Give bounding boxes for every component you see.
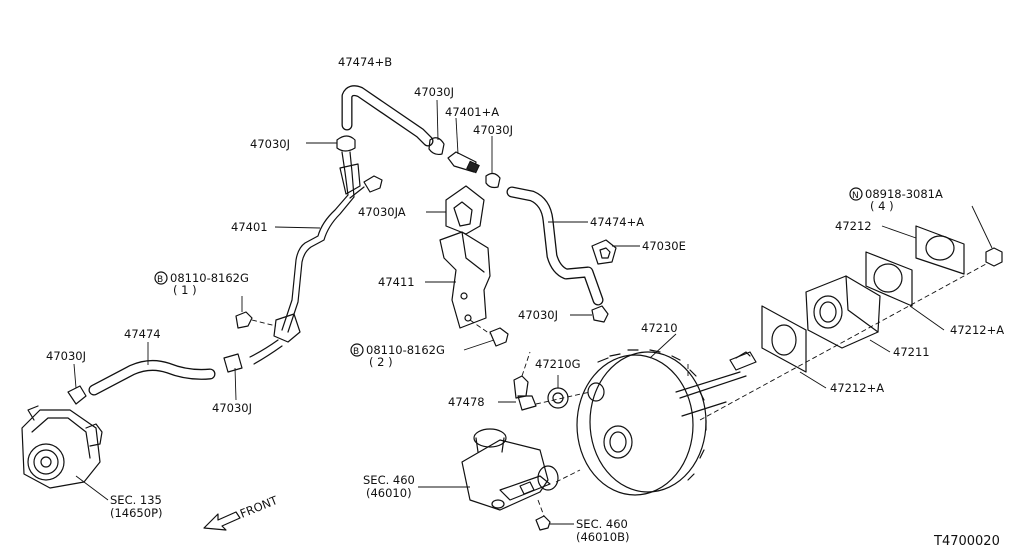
label-47211: 47211 — [893, 345, 930, 359]
label-nut-n-qty: ( 4 ) — [870, 199, 894, 213]
clamp-47030e — [591, 239, 640, 265]
vacuum-pump — [21, 405, 109, 501]
spacer-47211 — [805, 275, 891, 353]
label-bolt-b2-code: 08110-8162G — [366, 343, 445, 357]
clamp-47030j-tube-end — [223, 353, 243, 401]
label-sec-460-a: SEC. 460 — [363, 473, 415, 487]
clamp-47030ja — [426, 185, 485, 235]
label-front: FRONT — [238, 493, 281, 521]
gasket-47212-a-upper — [865, 251, 945, 331]
master-cylinder — [418, 428, 581, 511]
bracket-47411 — [425, 231, 491, 329]
label-47401: 47401 — [231, 220, 268, 234]
label-sec-460-a-ref: (46010) — [366, 486, 412, 500]
circle-b2-letter: B — [353, 347, 359, 357]
label-47030ja: 47030JA — [358, 205, 406, 219]
check-valve-47478 — [498, 351, 537, 411]
circle-b-icon — [154, 271, 168, 285]
bolt-tube-top — [349, 175, 383, 199]
connector-47401-a — [447, 117, 480, 174]
hose-47474-a — [506, 186, 604, 306]
label-47401-a: 47401+A — [445, 105, 499, 119]
label-nut-n-code: 08918-3081A — [865, 187, 943, 201]
label-47030j-b: 47030J — [473, 123, 513, 137]
label-47210g: 47210G — [535, 357, 581, 371]
label-47212: 47212 — [835, 219, 872, 233]
label-47030j-a: 47030J — [414, 85, 454, 99]
label-47474-a: 47474+A — [590, 215, 644, 229]
label-sec-460-b-ref: (46010B) — [576, 530, 629, 544]
label-47030j-f: 47030J — [518, 308, 558, 322]
label-47212-a-2: 47212+A — [830, 381, 884, 395]
clamp-47030j-left-hose-b — [306, 135, 356, 152]
tube-47401 — [249, 151, 361, 365]
drawing-id: T4700020 — [933, 534, 1000, 549]
hose-47474 — [88, 342, 216, 396]
label-bolt-b1-code: 08110-8162G — [170, 271, 249, 285]
clamp-47030j-hose-a — [570, 305, 609, 323]
label-47030j-c: 47030J — [250, 137, 290, 151]
part-labels: 47474+B 47030J 47401+A 47030J 47030J 474… — [46, 55, 1004, 549]
label-47474: 47474 — [124, 327, 161, 341]
circle-b-letter: B — [157, 275, 163, 285]
nut-master-cylinder — [535, 499, 574, 531]
bolt-bracket — [463, 319, 509, 351]
clamp-47030j-connector — [485, 136, 501, 189]
gasket-47212 — [881, 225, 965, 275]
brake-booster-47210 — [576, 333, 757, 496]
label-47030j-d: 47030J — [46, 349, 86, 363]
gasket-47212-a-lower — [761, 305, 827, 389]
label-47411: 47411 — [378, 275, 415, 289]
grommet-47210g — [535, 375, 591, 409]
bolt-tube-bottom — [235, 296, 277, 329]
circle-b2-icon — [350, 343, 364, 357]
front-arrow-icon — [203, 511, 241, 531]
label-47474-b: 47474+B — [338, 55, 392, 69]
assembly-axis — [699, 263, 987, 421]
clamp-47030j-right-hose-b — [428, 99, 445, 156]
circle-n-letter: N — [852, 191, 859, 201]
clamp-47030j-hose-474 — [67, 363, 87, 405]
label-47030e: 47030E — [642, 239, 686, 253]
label-47478: 47478 — [448, 395, 485, 409]
nut-08918 — [971, 205, 1003, 267]
label-47212-a-1: 47212+A — [950, 323, 1004, 337]
label-sec-460-b: SEC. 460 — [576, 517, 628, 531]
label-47210: 47210 — [641, 321, 678, 335]
circle-n-icon — [849, 187, 863, 201]
label-bolt-b2-qty: ( 2 ) — [369, 355, 393, 369]
label-sec-135: SEC. 135 — [110, 493, 162, 507]
label-47030j-e: 47030J — [212, 401, 252, 415]
label-bolt-b1-qty: ( 1 ) — [173, 283, 197, 297]
hose-47474-b — [341, 85, 434, 147]
label-sec-135-ref: (14650P) — [110, 506, 163, 520]
